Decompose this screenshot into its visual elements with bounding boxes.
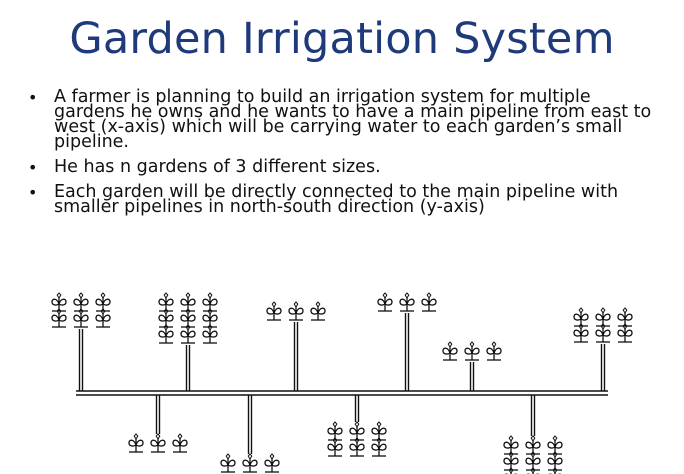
slide-title: Garden Irrigation System	[69, 14, 615, 64]
sprout-icon	[242, 453, 258, 473]
bullet-dot: •	[28, 158, 38, 177]
bullet-list: • A farmer is planning to build an irrig…	[24, 87, 664, 225]
bullet-dot: •	[28, 183, 38, 202]
sprout-icon	[288, 301, 304, 321]
sprout-icon	[202, 324, 218, 344]
sprout-icon	[349, 437, 365, 457]
sprout-icon	[95, 308, 111, 328]
sprout-icon	[310, 301, 326, 321]
sprout-icon	[150, 433, 166, 453]
sprout-icon	[128, 433, 144, 453]
sprout-icon	[486, 341, 502, 361]
bullet-text: A farmer is planning to build an irrigat…	[54, 87, 652, 152]
sprout-icon	[617, 323, 633, 343]
sprout-icon	[573, 323, 589, 343]
sprout-icon	[266, 301, 282, 321]
sprout-icon	[595, 323, 611, 343]
sprout-icon	[421, 292, 437, 312]
bullet-dot: •	[28, 88, 38, 107]
sprout-icon	[377, 292, 393, 312]
bullet-item: • Each garden will be directly connected…	[24, 182, 664, 217]
bullet-item: • A farmer is planning to build an irrig…	[24, 87, 664, 152]
sprout-icon	[399, 292, 415, 312]
sprout-icon	[220, 453, 236, 473]
sprout-icon	[51, 308, 67, 328]
sprout-icon	[464, 341, 480, 361]
bullet-item: • He has n gardens of 3 different sizes.	[24, 157, 664, 177]
sprout-icon	[73, 308, 89, 328]
sprout-icon	[371, 437, 387, 457]
sprout-icon	[442, 341, 458, 361]
sprout-icon	[264, 453, 280, 473]
bullet-text: He has n gardens of 3 different sizes.	[54, 157, 381, 177]
irrigation-diagram	[51, 292, 633, 474]
sprout-icon	[158, 324, 174, 344]
bullet-text: Each garden will be directly connected t…	[54, 182, 619, 217]
sprout-icon	[180, 324, 196, 344]
sprout-icon	[327, 437, 343, 457]
sprout-icon	[172, 433, 188, 453]
